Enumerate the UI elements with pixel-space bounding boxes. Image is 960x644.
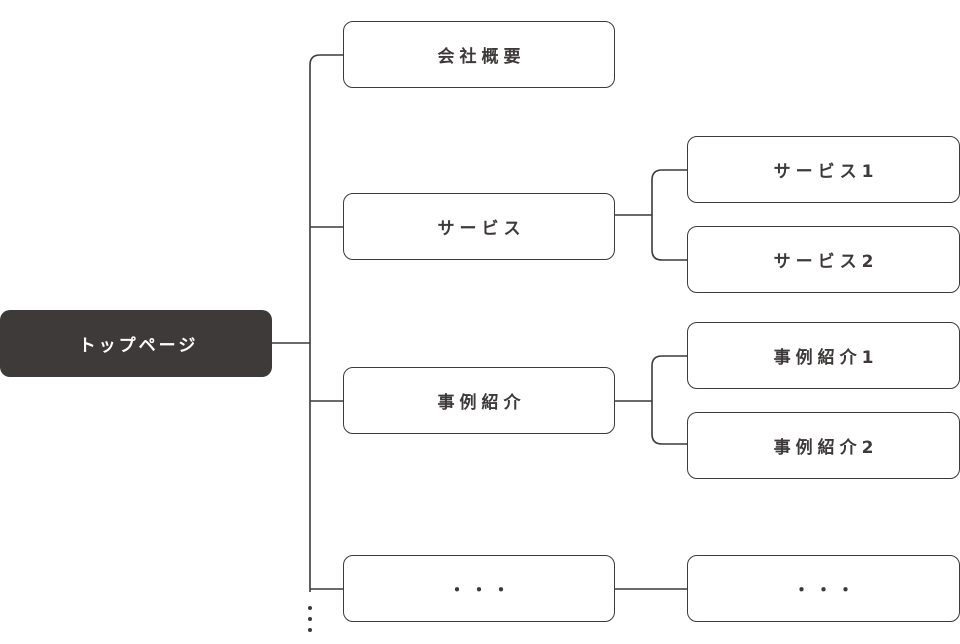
node-more-2-label: ・・・ [793, 581, 859, 601]
node-cases-label: 事例紹介 [437, 393, 526, 413]
node-case-2-label: 事例紹介2 [773, 438, 879, 458]
node-more: ・・・ [343, 555, 615, 622]
connector-services-fork [651, 169, 687, 261]
node-company-label: 会社概要 [437, 47, 526, 67]
node-case-1: 事例紹介1 [687, 322, 960, 389]
node-top-page-label: トップページ [78, 336, 199, 356]
node-service-1-label: サービス1 [773, 162, 879, 182]
node-service-1: サービス1 [687, 136, 960, 203]
continuation-dot [308, 617, 312, 621]
continuation-dot [308, 606, 312, 610]
node-services: サービス [343, 193, 615, 260]
node-more-label: ・・・ [448, 581, 515, 601]
node-top-page: トップページ [0, 310, 272, 377]
node-company: 会社概要 [343, 21, 615, 88]
node-service-2: サービス2 [687, 226, 960, 293]
connector-cases-fork [651, 355, 687, 445]
node-case-1-label: 事例紹介1 [773, 348, 879, 368]
continuation-dot [308, 628, 312, 632]
node-more-2: ・・・ [687, 555, 960, 622]
node-services-label: サービス [437, 219, 526, 239]
connector-trunk [309, 54, 343, 592]
continuation-dots [307, 604, 313, 634]
node-cases: 事例紹介 [343, 367, 615, 434]
node-case-2: 事例紹介2 [687, 412, 960, 479]
node-service-2-label: サービス2 [773, 252, 879, 272]
